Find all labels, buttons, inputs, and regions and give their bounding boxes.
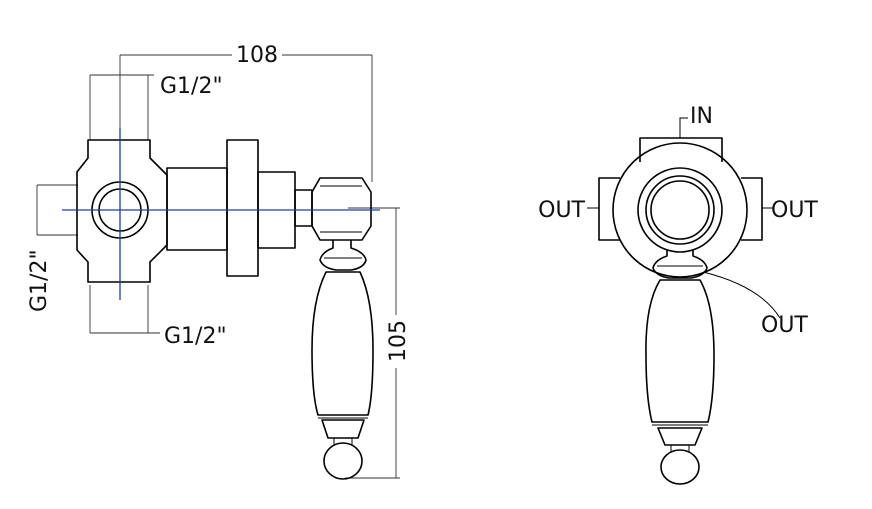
front-handle-neck	[652, 250, 708, 279]
leader-out-bottom	[702, 271, 781, 319]
thread-bottom-label: G1/2"	[164, 324, 227, 349]
front-view: IN OUT OUT OUT	[538, 104, 818, 485]
dimension-thread-left	[36, 184, 78, 236]
thread-top-label: G1/2"	[160, 74, 223, 99]
leader-in	[679, 117, 688, 138]
front-lever-end	[657, 427, 703, 446]
dimension-thread-top	[89, 74, 154, 140]
dimension-108-label: 108	[236, 43, 278, 68]
valve-body	[76, 139, 168, 283]
front-ring-middle	[645, 175, 715, 245]
thread-left-label: G1/2"	[27, 249, 52, 312]
handle-hub	[311, 177, 372, 241]
porcelain-lever	[311, 271, 374, 416]
port-out-right-label: OUT	[771, 198, 818, 223]
dimension-108	[119, 54, 373, 190]
cover-plate	[226, 139, 259, 277]
port-out-bottom-label: OUT	[761, 313, 808, 338]
front-lever-ball	[660, 449, 700, 485]
lever-ball	[323, 442, 363, 480]
port-out-left-label: OUT	[538, 198, 585, 223]
port-in-label: IN	[690, 104, 713, 129]
front-ring-outer	[637, 167, 723, 253]
front-cover-plate	[612, 142, 748, 278]
front-ring-inner	[650, 180, 710, 240]
lever-end	[321, 419, 365, 439]
spindle-housing	[166, 167, 228, 251]
port-in-outline	[639, 137, 723, 162]
port-out-right-outline	[741, 177, 763, 241]
stem	[294, 189, 313, 227]
handle-neck	[319, 240, 367, 271]
side-view: 108 G1/2" G1/2" G1/2" 105	[27, 43, 411, 480]
front-porcelain-lever	[645, 279, 715, 423]
port-out-left-outline	[598, 177, 620, 241]
dimension-105	[345, 207, 400, 479]
dimension-105-label: 105	[386, 320, 411, 362]
dimension-thread-bottom	[89, 285, 160, 334]
